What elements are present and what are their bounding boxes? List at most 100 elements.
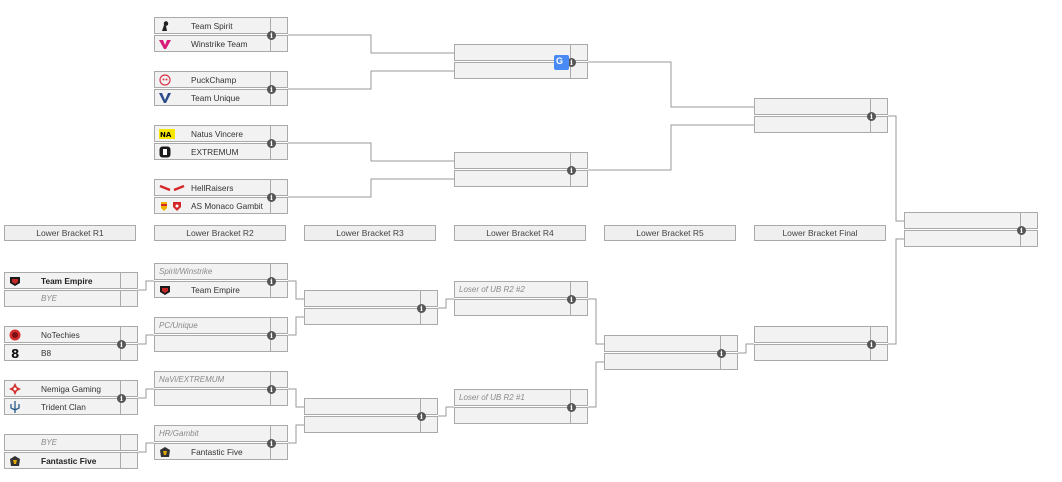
match-info-icon[interactable]: i xyxy=(867,340,876,349)
team-slot[interactable] xyxy=(304,416,421,433)
svg-text:NA: NA xyxy=(160,131,172,139)
match-info-icon[interactable]: i xyxy=(867,112,876,121)
team-slot[interactable]: Team Empire xyxy=(4,272,121,289)
team-slot[interactable] xyxy=(454,152,571,169)
team-slot[interactable] xyxy=(904,212,1021,229)
team-slot[interactable]: AS Monaco Gambit xyxy=(154,197,271,214)
match-info-icon[interactable]: i xyxy=(417,412,426,421)
team-slot[interactable] xyxy=(304,308,421,325)
team-slot[interactable]: Team Spirit xyxy=(154,17,271,34)
team-empire-logo xyxy=(10,277,20,286)
team-slot[interactable]: NoTechies xyxy=(4,326,121,343)
team-slot[interactable]: BYE xyxy=(4,290,121,307)
team-slot[interactable] xyxy=(454,299,571,316)
team-slot[interactable] xyxy=(604,353,721,370)
score-cell xyxy=(271,125,288,142)
match-info-icon[interactable]: i xyxy=(567,58,576,67)
match-info-icon[interactable]: i xyxy=(267,277,276,286)
team-slot[interactable]: HellRaisers xyxy=(154,179,271,196)
team-name: Team Empire xyxy=(41,276,93,286)
team-slot[interactable]: PC/Unique xyxy=(154,317,271,334)
team-slot[interactable] xyxy=(754,326,871,343)
team-slot[interactable] xyxy=(304,398,421,415)
match-info-icon[interactable]: i xyxy=(267,439,276,448)
team-slot[interactable]: Nemiga Gaming xyxy=(4,380,121,397)
team-slot[interactable]: HR/Gambit xyxy=(154,425,271,442)
team-slot[interactable] xyxy=(454,407,571,424)
translate-icon[interactable]: G xyxy=(554,55,569,70)
team-slot[interactable] xyxy=(754,98,871,115)
connector-line xyxy=(888,238,904,345)
score-cell xyxy=(571,44,588,61)
connector-line xyxy=(288,424,304,444)
placeholder-label: Spirit/Winstrike xyxy=(159,267,213,276)
placeholder-label: NaVi/EXTREMUM xyxy=(159,375,225,384)
score-cell xyxy=(421,290,438,307)
navi-logo: NA xyxy=(159,129,175,139)
team-slot[interactable] xyxy=(154,335,271,352)
team-slot[interactable] xyxy=(154,389,271,406)
team-slot[interactable] xyxy=(754,116,871,133)
match-info-icon[interactable]: i xyxy=(267,193,276,202)
team-slot[interactable]: Fantastic Five xyxy=(154,443,271,460)
bye-label: BYE xyxy=(41,438,58,447)
match-info-icon[interactable]: i xyxy=(267,139,276,148)
score-cell xyxy=(121,326,138,343)
connector-line xyxy=(888,115,904,222)
team-name: PuckChamp xyxy=(191,75,237,85)
team-slot[interactable]: Loser of UB R2 #1 xyxy=(454,389,571,406)
score-cell xyxy=(121,290,138,307)
team-slot[interactable]: PuckChamp xyxy=(154,71,271,88)
team-slot[interactable]: Fantastic Five xyxy=(4,452,121,469)
header-lower-bracket-final: Lower Bracket Final xyxy=(754,225,886,241)
team-slot[interactable] xyxy=(454,170,571,187)
team-slot[interactable]: Team Empire xyxy=(154,281,271,298)
match-info-icon[interactable]: i xyxy=(267,385,276,394)
team-slot[interactable]: Spirit/Winstrike xyxy=(154,263,271,280)
match-ub-r1-3: NA Natus Vincere EXTREMUM i xyxy=(154,125,288,162)
team-slot[interactable] xyxy=(304,290,421,307)
match-info-icon[interactable]: i xyxy=(117,394,126,403)
team-slot[interactable] xyxy=(604,335,721,352)
match-lb-r3-2: i xyxy=(304,398,438,435)
match-info-icon[interactable]: i xyxy=(267,31,276,40)
team-slot[interactable]: NA Natus Vincere xyxy=(154,125,271,142)
match-lb-r1-2: NoTechies 8 B8 i xyxy=(4,326,138,363)
team-slot[interactable] xyxy=(754,344,871,361)
team-slot[interactable] xyxy=(454,62,571,79)
score-cell xyxy=(721,335,738,352)
team-slot[interactable]: 8 B8 xyxy=(4,344,121,361)
match-info-icon[interactable]: i xyxy=(1017,226,1026,235)
match-info-icon[interactable]: i xyxy=(117,340,126,349)
score-cell xyxy=(271,317,288,334)
match-info-icon[interactable]: i xyxy=(267,85,276,94)
team-slot[interactable]: Loser of UB R2 #2 xyxy=(454,281,571,298)
match-lb-r2-1: Spirit/Winstrike Team Empire i xyxy=(154,263,288,300)
score-cell xyxy=(871,344,888,361)
score-cell xyxy=(571,152,588,169)
team-slot[interactable] xyxy=(904,230,1021,247)
match-info-icon[interactable]: i xyxy=(417,304,426,313)
match-info-icon[interactable]: i xyxy=(567,295,576,304)
score-cell xyxy=(421,416,438,433)
match-info-icon[interactable]: i xyxy=(567,403,576,412)
team-name: Fantastic Five xyxy=(41,456,97,466)
team-slot[interactable]: Winstrike Team xyxy=(154,35,271,52)
match-info-icon[interactable]: i xyxy=(717,349,726,358)
extremum-logo xyxy=(159,146,171,158)
team-slot[interactable]: EXTREMUM xyxy=(154,143,271,160)
team-slot[interactable]: Team Unique xyxy=(154,89,271,106)
match-info-icon[interactable]: i xyxy=(267,331,276,340)
connector-line xyxy=(438,298,454,309)
connector-line xyxy=(288,316,304,336)
team-slot[interactable]: NaVi/EXTREMUM xyxy=(154,371,271,388)
match-ub-final: i xyxy=(754,98,888,135)
header-lower-bracket-r3: Lower Bracket R3 xyxy=(304,225,436,241)
team-name: Trident Clan xyxy=(41,402,86,412)
team-slot[interactable] xyxy=(454,44,571,61)
match-info-icon[interactable]: i xyxy=(567,166,576,175)
team-name: Nemiga Gaming xyxy=(41,384,101,394)
team-slot[interactable]: BYE xyxy=(4,434,121,451)
team-slot[interactable]: Trident Clan xyxy=(4,398,121,415)
score-cell xyxy=(271,335,288,352)
